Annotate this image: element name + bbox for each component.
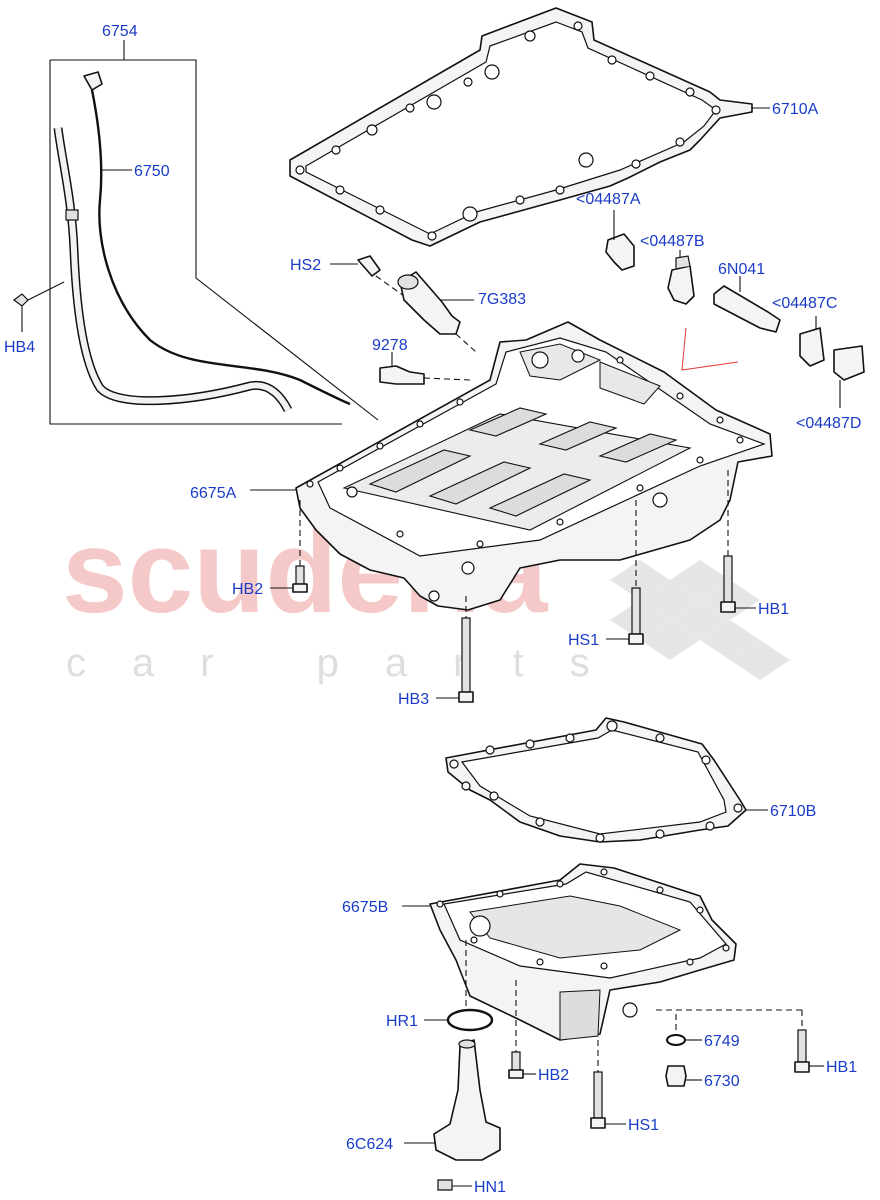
- label-6710a: 6710A: [772, 101, 819, 118]
- bolt-hb2-upper-icon: [270, 500, 308, 593]
- gasket-6710b: [445, 717, 768, 843]
- gasket-6710a-holes: [295, 21, 721, 241]
- oil-pan-upper-sump-cavities: [346, 343, 668, 602]
- label-hb2-lower: HB2: [538, 1067, 569, 1084]
- watermark-tagline: car parts: [66, 641, 636, 685]
- oil-pan-lower-flange-holes: [436, 868, 730, 970]
- bolt-hb2-lower-icon: [508, 980, 536, 1079]
- oil-pan-lower-pickup-port: [469, 915, 491, 937]
- bolt-hb1-upper-icon: [720, 470, 756, 613]
- label-04487a: <04487A: [576, 191, 641, 208]
- label-6730: 6730: [704, 1073, 740, 1090]
- label-04487c: <04487C: [772, 295, 837, 312]
- label-hr1: HR1: [386, 1013, 418, 1030]
- label-hb3: HB3: [398, 691, 429, 708]
- o-ring-hr1-icon: [424, 940, 494, 1032]
- label-hn1: HN1: [474, 1179, 506, 1196]
- label-hb4: HB4: [4, 339, 35, 356]
- label-6675b: 6675B: [342, 899, 388, 916]
- bolt-hb4-icon: [13, 281, 65, 332]
- label-7g383: 7G383: [478, 291, 526, 308]
- label-hb1-upper: HB1: [758, 601, 789, 618]
- gasket-6710a-inner: [305, 21, 717, 235]
- oil-pan-upper-flange-holes: [306, 356, 744, 548]
- label-04487d: <04487D: [796, 415, 861, 432]
- bolt-hs1-upper-icon: [606, 500, 644, 645]
- label-hb2-upper: HB2: [232, 581, 263, 598]
- gasket-6710b-inner: [460, 729, 727, 835]
- assembly-box-bottom: [49, 60, 342, 425]
- label-6750: 6750: [134, 163, 170, 180]
- oil-pan-lower-rib: [559, 989, 601, 1041]
- nut-hn1-icon: [437, 1179, 472, 1191]
- label-hs1-lower: HS1: [628, 1117, 659, 1134]
- tube-clip: [65, 209, 79, 221]
- drain-plug-6730-icon: [665, 1065, 702, 1087]
- label-hb1-lower: HB1: [826, 1059, 857, 1076]
- label-04487b: <04487B: [640, 233, 705, 250]
- red-marker: [681, 327, 739, 371]
- connector-04487c-icon: [799, 316, 825, 367]
- dipstick-tube: [55, 127, 291, 412]
- label-hs2: HS2: [290, 257, 321, 274]
- washer-6749-icon: [666, 1014, 702, 1046]
- label-6710b: 6710B: [770, 803, 816, 820]
- oil-pan-upper-ribs: [368, 407, 678, 517]
- gasket-6710b-holes: [449, 720, 743, 843]
- label-9278: 9278: [372, 337, 408, 354]
- connector-04487d-icon: [833, 345, 865, 408]
- connector-04487a-icon: [605, 210, 635, 271]
- oil-pan-lower-sump: [469, 895, 682, 959]
- harness-6n041-icon: [713, 276, 781, 333]
- oil-pan-upper-6675a: [250, 321, 773, 611]
- oil-pan-lower-drain-boss: [622, 1002, 638, 1018]
- solenoid-7g383-icon: [397, 271, 477, 353]
- dipstick-cap-icon: [83, 71, 103, 91]
- callout-labels: 6754 6750 6710A <04487A <04487B 6N041 <0…: [4, 23, 861, 1196]
- bolt-hb1-lower-icon: [656, 1009, 824, 1073]
- dipstick-assembly: [13, 40, 379, 425]
- assembly-box-top: [50, 59, 379, 421]
- dipstick-wire: [90, 89, 351, 406]
- bolt-hs1-lower-icon: [590, 1040, 626, 1129]
- bolt-hb3-icon: [436, 596, 474, 703]
- label-6n041: 6N041: [718, 261, 765, 278]
- gasket-6710a: [289, 7, 770, 247]
- label-6749: 6749: [704, 1033, 740, 1050]
- oil-pickup-6c624-icon: [404, 1039, 501, 1161]
- bolt-hs2-icon: [330, 255, 405, 297]
- label-6754: 6754: [102, 23, 138, 40]
- sensor-9278-icon: [379, 352, 471, 385]
- label-6675a: 6675A: [190, 485, 237, 502]
- label-6c624: 6C624: [346, 1136, 393, 1153]
- label-hs1-upper: HS1: [568, 632, 599, 649]
- oil-pan-lower-6675b: [402, 863, 737, 1041]
- connector-04487b-icon: [667, 250, 695, 305]
